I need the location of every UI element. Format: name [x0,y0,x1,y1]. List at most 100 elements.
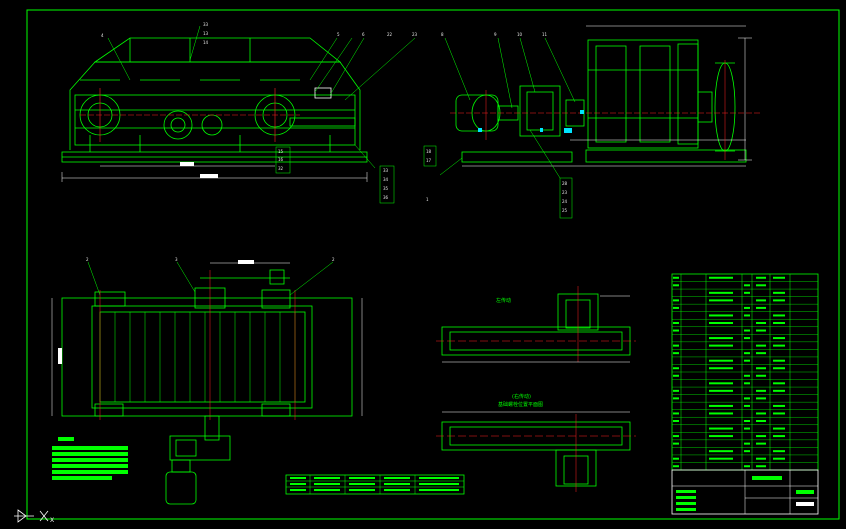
bom-cell-mark [744,465,750,468]
bom-cell-mark [673,367,679,370]
balloon-plan-2: 3 [175,257,178,262]
drawing-border [26,9,840,520]
balloon-side-b1: 33 [383,168,389,173]
bom-cell-mark [673,397,679,400]
bom-cell-mark [756,442,766,445]
balloon-plan-3: 2 [332,257,335,262]
bom-rows [672,276,818,468]
bom-cell-mark [773,412,785,415]
plan-view [51,261,363,505]
balloon-sideleft-3: 1 [426,197,429,202]
bom-cell-mark [709,450,733,453]
bom-cell-mark [773,404,785,407]
plan-dim-top-label [238,260,254,264]
bom-cell-mark [709,427,733,430]
left-drive-label: 左传动 [496,297,511,304]
bom-cell-mark [744,337,750,340]
bom-cell-mark [744,306,750,309]
bom-cell-mark [744,329,750,332]
bom-cell-mark [673,299,679,302]
bom-cell-mark [709,322,733,324]
technical-notes-block [52,437,128,480]
bom-cell-mark [756,374,766,377]
bom-cell-mark [673,457,679,460]
bom-cell-mark [673,442,679,445]
bom-cell-mark [709,457,733,460]
right-drive-title: (右传动) [512,393,531,400]
bom-cell-mark [709,276,733,279]
side-left-balloons [423,145,573,219]
bom-cell-mark [673,322,679,324]
bom-cell-mark [673,435,679,438]
bom-cell-mark [756,284,766,287]
balloon-sideview-3: 10 [517,32,523,37]
bom-cell-mark [744,352,750,355]
bom-cell-mark [709,299,733,302]
bom-cell-mark [756,389,766,392]
bom-cell-mark [773,450,785,453]
balloon-front-1: 4 [101,33,104,38]
balloon-sideview-2: 9 [494,32,497,37]
front-balloon-group: 4 33 13 14 5 6 22 23 [101,22,418,45]
ucs-axis-icon [14,509,49,523]
bom-cell-mark [709,344,733,347]
bom-cell-mark [773,382,785,385]
bom-cell-mark [744,374,750,377]
bom-cell-mark [673,412,679,415]
balloon-side-b2: 34 [383,177,389,182]
bom-cell-mark [744,291,750,294]
balloon-front-2: 33 [203,22,209,27]
bom-cell-mark [744,427,750,430]
balloon-side-a3: 32 [278,166,284,171]
bom-cell-mark [673,352,679,355]
bom-cell-mark [673,329,679,332]
balloon-sideview-4: 11 [542,32,548,37]
bom-cell-mark [709,291,733,294]
side-accent-parts [478,110,584,133]
bom-cell-mark [773,291,785,294]
bom-cell-mark [756,412,766,415]
bom-cell-mark [709,404,733,407]
side-elevation-view [439,25,760,179]
title-block [671,469,819,515]
bill-of-materials-table [671,273,819,471]
bom-cell-mark [773,389,785,392]
bom-cell-mark [773,427,785,430]
bom-cell-mark [744,420,750,422]
bom-cell-mark [756,329,766,332]
bom-cell-mark [744,450,750,453]
right-drive-foundation-plan [436,411,636,492]
balloon-front-6: 6 [362,32,365,37]
bom-cell-mark [673,389,679,392]
balloon-side-b3: 35 [383,186,389,191]
front-elevation-view [61,25,416,182]
right-drive-subtitle: 基础螺栓位置平面图 [498,401,543,408]
balloon-sidelow-3: 24 [562,199,568,204]
bom-cell-mark [744,404,750,407]
bom-cell-mark [773,322,785,324]
bom-cell-mark [709,314,733,317]
balloon-sidelow-1: 28 [562,181,568,186]
bom-cell-mark [756,367,766,370]
bom-cell-mark [709,389,733,392]
bom-cell-mark [744,382,750,385]
front-side-balloons [275,146,395,204]
bom-cell-mark [744,397,750,400]
bom-cell-mark [673,306,679,309]
parameter-table [285,474,465,495]
balloon-sidelow-2: 23 [562,190,568,195]
balloon-sideview-1: 8 [441,32,444,37]
bom-cell-mark [673,344,679,347]
ucs-x-label: X [50,517,54,524]
bom-cell-mark [709,435,733,438]
bom-cell-mark [756,276,766,279]
balloon-front-5: 5 [337,32,340,37]
bom-cell-mark [756,306,766,309]
bom-cell-mark [773,299,785,302]
front-dim-label-total [200,174,218,178]
bom-cell-mark [744,314,750,317]
bom-cell-mark [744,442,750,445]
balloon-sidelow-4: 25 [562,208,568,213]
bom-cell-mark [673,374,679,377]
